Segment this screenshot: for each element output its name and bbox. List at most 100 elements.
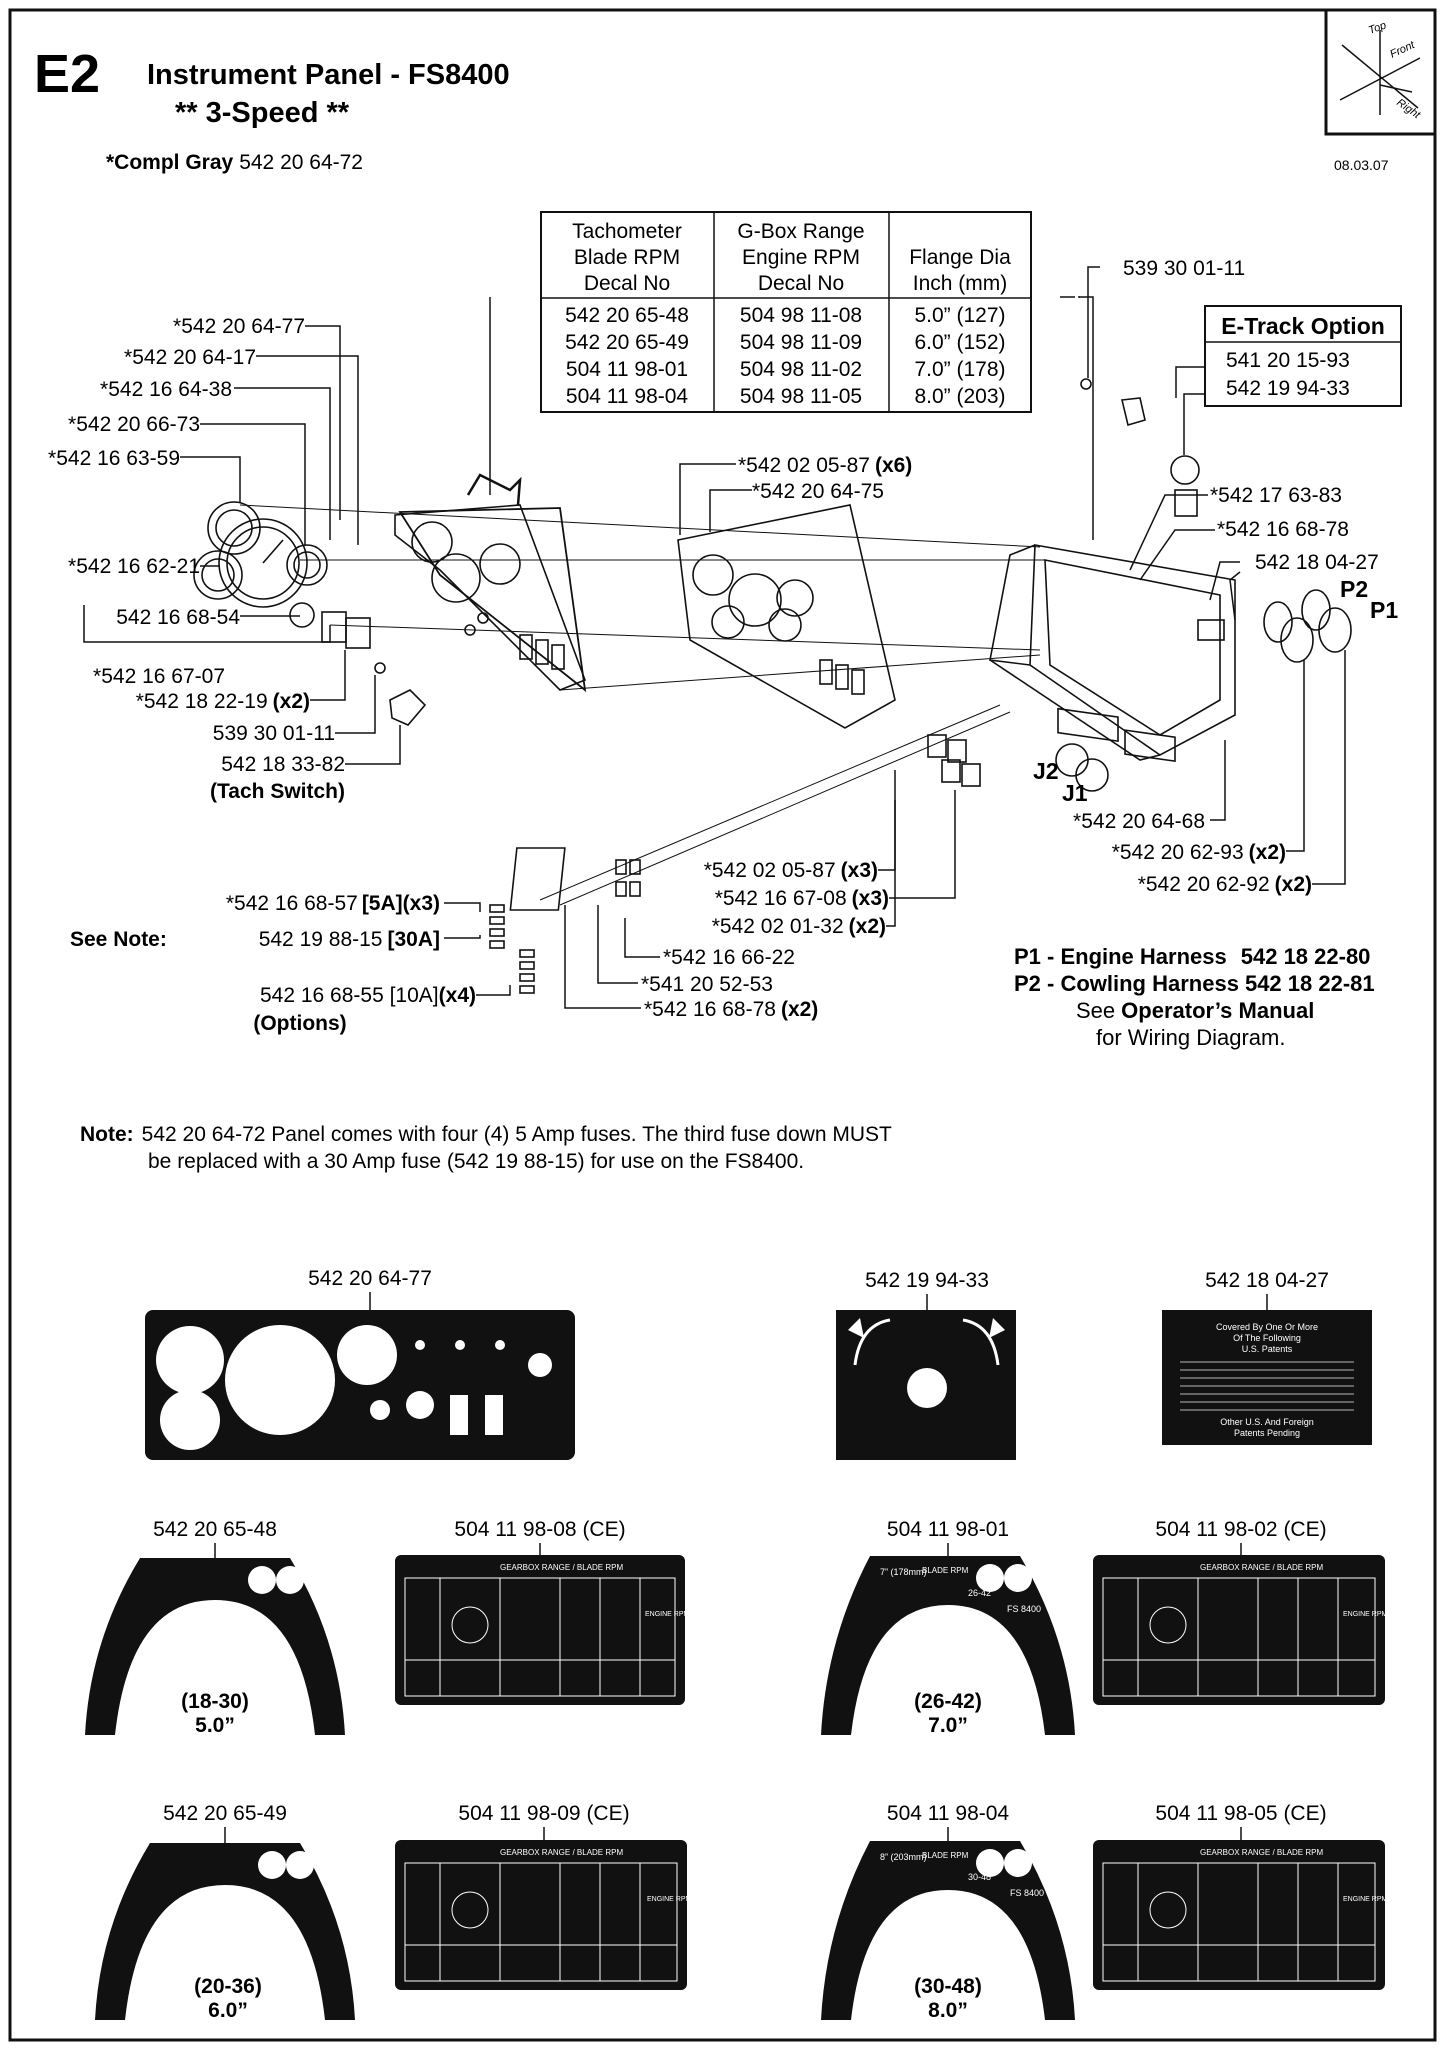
callout-label: *542 16 68-78(x2) <box>644 998 818 1021</box>
p1-seal <box>1301 589 1331 631</box>
note-line-1: Note:542 20 64-72 Panel comes with four … <box>80 1123 892 1146</box>
fuses <box>489 904 535 994</box>
callout-label: *542 20 66-73 <box>68 413 200 436</box>
etrack-toggle <box>1121 397 1146 427</box>
decal-diameter: 7.0” <box>928 1714 968 1737</box>
tachometer-gauge <box>218 518 308 608</box>
rocker-switch <box>321 611 347 643</box>
tach-switch <box>389 689 427 726</box>
section-code: E2 <box>34 44 100 104</box>
th-tach-3: Decal No <box>584 272 670 295</box>
j2-connector <box>1055 743 1089 777</box>
callout-label: *542 16 63-59 <box>48 447 180 470</box>
p2-seal <box>1263 601 1293 643</box>
callout-label: 542 18 04-27 <box>1255 551 1379 574</box>
gbox-decal-1: 504 11 98-08 (CE) GEARBOX RANGE / BLADE … <box>395 1518 690 1705</box>
callout-label: *542 18 22-19(x2) <box>136 690 310 713</box>
callout-label: *542 16 68-57[5A](x3) <box>226 892 440 915</box>
callout-label: *542 20 64-77 <box>173 315 305 338</box>
exploded-view <box>193 378 1352 994</box>
table-cell: 504 11 98-01 <box>566 358 688 381</box>
decal-diameter: 5.0” <box>195 1714 235 1737</box>
header: E2 Instrument Panel - FS8400 ** 3-Speed … <box>34 44 510 174</box>
etrack-part-2: 542 19 94-33 <box>1226 377 1350 400</box>
table-cell: 542 20 65-49 <box>565 331 689 354</box>
decal-patent: 542 18 04-27 Covered By One Or More Of T… <box>1162 1269 1372 1445</box>
decal-blade-rpm: BLADE RPM <box>922 1851 969 1860</box>
decal-range-inline: 30-48 <box>968 1872 991 1882</box>
page-title: Instrument Panel - FS8400 <box>147 59 510 91</box>
decal-flange: 8” (203mm) <box>880 1852 927 1862</box>
callout-label: 542 19 88-15[30A] <box>259 928 440 951</box>
callout-label: 542 18 33-82 <box>221 753 345 776</box>
decal-label: 504 11 98-08 (CE) <box>454 1518 625 1541</box>
decal-diameter: 6.0” <box>208 1999 248 2022</box>
decal-range: (30-48) <box>914 1975 982 1998</box>
table-cell: 6.0” (152) <box>914 331 1005 354</box>
gbox-decal-3: 504 11 98-09 (CE) GEARBOX RANGE / BLADE … <box>395 1802 692 1990</box>
patent-text: Other U.S. And Foreign <box>1220 1417 1314 1427</box>
callout-label: 542 16 68-54 <box>116 606 240 629</box>
tach-decal-4: 504 11 98-04 8” (203mm) BLADE RPM 30-48 … <box>821 1802 1075 2022</box>
estop-button <box>1170 455 1200 485</box>
gbox-engine-rpm: ENGINE RPM <box>647 1896 692 1903</box>
callout-label: *542 20 62-93(x2) <box>1112 841 1286 864</box>
decal-label: 542 20 65-49 <box>163 1802 287 1825</box>
gbox-decal-2: 504 11 98-02 (CE) GEARBOX RANGE / BLADE … <box>1093 1518 1388 1705</box>
orientation-indicator: Top Front Right <box>1324 10 1435 136</box>
revision-date: 08.03.07 <box>1334 157 1389 173</box>
ignition-switch <box>289 602 315 628</box>
decal-label: 542 20 64-77 <box>308 1267 432 1290</box>
table-cell: 504 98 11-08 <box>740 304 862 327</box>
tach-decal-1: 542 20 65-48 (18-30) 5.0” <box>85 1518 345 1737</box>
patent-text: Patents Pending <box>1234 1428 1300 1438</box>
table-cell: 7.0” (178) <box>914 358 1005 381</box>
callout-label: J1 <box>1062 780 1088 806</box>
callout-label: P1 <box>1370 597 1398 623</box>
callout-label: *542 20 64-75 <box>752 480 884 503</box>
note-line-2: be replaced with a 30 Amp fuse (542 19 8… <box>148 1150 804 1173</box>
orientation-top: Top <box>1367 19 1388 36</box>
callout-label: See Note: <box>70 928 167 951</box>
indicator-lamp <box>374 662 386 674</box>
decal-label: 504 11 98-01 <box>887 1518 1009 1541</box>
callout-label: 539 30 01-11 <box>213 722 335 745</box>
callout-label: *542 20 62-92(x2) <box>1138 873 1312 896</box>
tach-decal-2: 504 11 98-01 7” (178mm) BLADE RPM 26-42 … <box>821 1518 1075 1737</box>
decal-flange: 7” (178mm) <box>880 1567 927 1577</box>
callout-labels: *542 20 64-77 *542 20 64-17 *542 16 64-3… <box>48 257 1398 1035</box>
decal-label: 542 19 94-33 <box>865 1269 989 1292</box>
decal-blade-rpm: BLADE RPM <box>922 1566 969 1575</box>
th-tach-2: Blade RPM <box>574 246 680 269</box>
callout-label: *542 16 67-07 <box>93 665 225 688</box>
callout-label: *542 16 67-08(x3) <box>715 887 889 910</box>
table-cell: 504 11 98-04 <box>566 385 689 408</box>
callout-label: *542 02 05-87(x6) <box>738 454 912 477</box>
callout-label: *541 20 52-53 <box>641 973 773 996</box>
tach-decal-3: 542 20 65-49 (20-36) 6.0” <box>95 1802 355 2022</box>
table-cell: 542 20 65-48 <box>565 304 689 327</box>
th-flange-1: Flange Dia <box>909 246 1011 269</box>
callout-label: (Tach Switch) <box>210 780 345 803</box>
patent-text: Of The Following <box>1233 1333 1301 1343</box>
table-cell: 8.0” (203) <box>914 385 1005 408</box>
th-gbox-3: Decal No <box>758 272 844 295</box>
decal-range: (26-42) <box>914 1690 982 1713</box>
decal-diameter: 8.0” <box>928 1999 968 2022</box>
callout-label: *542 16 66-22 <box>663 946 795 969</box>
th-tach-1: Tachometer <box>572 220 682 243</box>
gbox-decal-4: 504 11 98-05 (CE) GEARBOX RANGE / BLADE … <box>1093 1802 1388 1990</box>
console-housing <box>1029 544 1236 756</box>
decal-etrack: 542 19 94-33 <box>836 1269 1016 1460</box>
grommet <box>1080 378 1092 390</box>
patent-text: U.S. Patents <box>1242 1344 1293 1354</box>
note: Note:542 20 64-72 Panel comes with four … <box>80 1123 892 1173</box>
callout-label: *542 16 64-38 <box>100 378 232 401</box>
